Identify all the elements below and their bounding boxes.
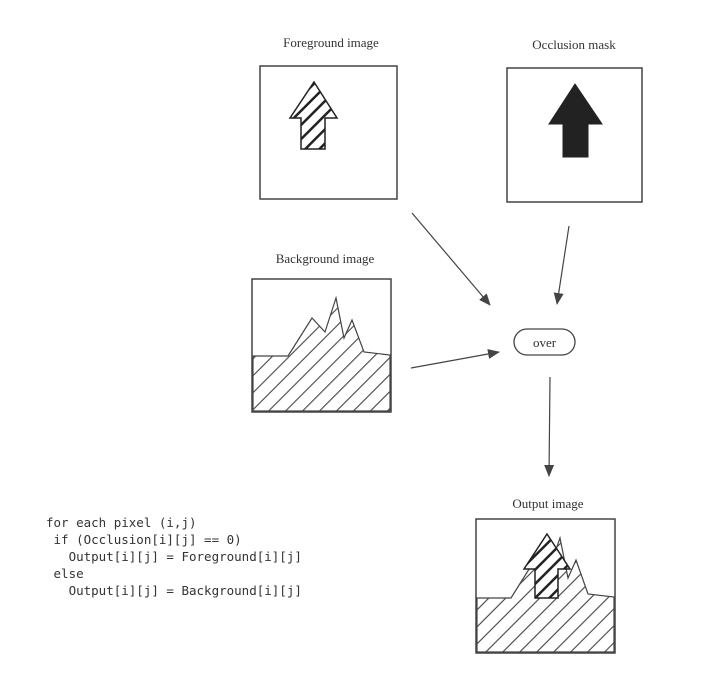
foreground-frame xyxy=(259,65,398,200)
pseudocode-block: for each pixel (i,j) if (Occlusion[i][j]… xyxy=(46,514,302,599)
arrow-over-to-output xyxy=(544,376,555,477)
arrow-background-to-over xyxy=(410,349,500,369)
over-operator: over xyxy=(513,328,576,356)
occlusion-arrow xyxy=(548,83,603,158)
output-label: Output image xyxy=(512,496,583,511)
background-panel: Background image xyxy=(251,251,392,413)
over-operator-label: over xyxy=(533,335,557,350)
foreground-arrow xyxy=(288,80,339,150)
occlusion-label: Occlusion mask xyxy=(532,37,616,52)
arrow-foreground-to-over xyxy=(411,212,491,306)
background-terrain xyxy=(252,295,391,412)
code-line: if (Occlusion[i][j] == 0) xyxy=(46,532,242,547)
code-line: for each pixel (i,j) xyxy=(46,515,197,530)
background-label: Background image xyxy=(276,251,375,266)
occlusion-panel: Occlusion mask xyxy=(506,37,643,203)
arrow-mask-to-over xyxy=(553,225,570,305)
code-line: else xyxy=(46,566,84,581)
code-line: Output[i][j] = Foreground[i][j] xyxy=(46,549,302,564)
foreground-panel: Foreground image xyxy=(259,35,398,200)
code-line: Output[i][j] = Background[i][j] xyxy=(46,583,302,598)
over-operator-box xyxy=(513,328,576,356)
foreground-label: Foreground image xyxy=(283,35,379,50)
output-panel: Output image xyxy=(475,496,616,654)
output-arrow xyxy=(522,532,572,599)
